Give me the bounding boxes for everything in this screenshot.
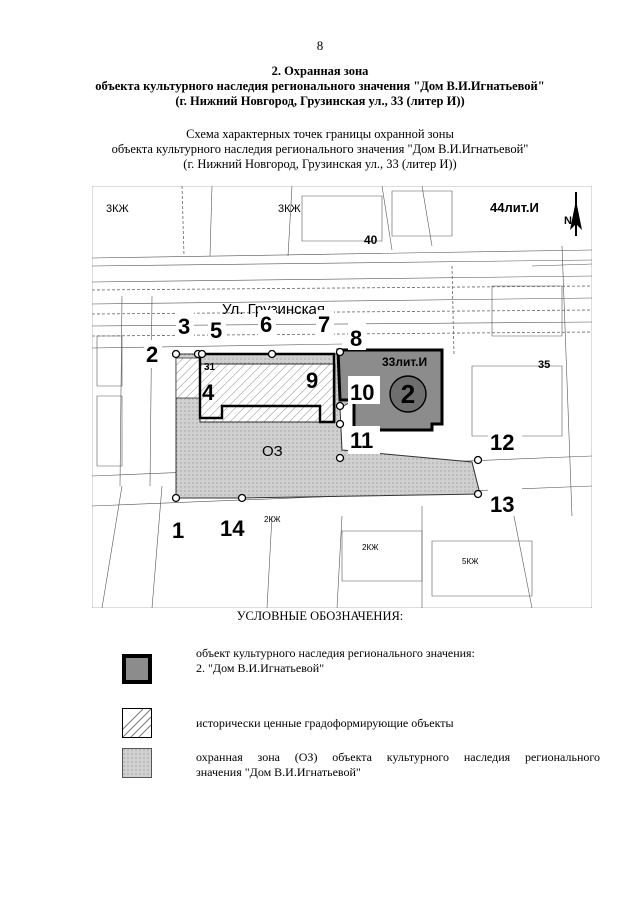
label-33: 33лит.И (382, 355, 427, 369)
caption-line-2: объекта культурного наследия регионально… (111, 142, 529, 156)
legend-object-text: объект культурного наследия региональног… (196, 646, 596, 676)
point-label-3: 3 (178, 314, 190, 339)
object-number-circle (389, 375, 427, 413)
legend-title: УСЛОВНЫЕ ОБОЗНАЧЕНИЯ: (236, 609, 404, 623)
object-number: 2 (401, 379, 415, 409)
point-label-6: 6 (260, 312, 272, 337)
label-street: Ул. Грузинская (222, 301, 325, 318)
point-label-9: 9 (306, 368, 318, 393)
label-zone: ОЗ (262, 443, 283, 460)
point-label-1: 1 (172, 518, 184, 543)
boundary-point-markers (171, 347, 483, 503)
point-label-12: 12 (490, 430, 514, 455)
historic-object-small (175, 357, 201, 399)
legend-zone-line-1: охранная зона (ОЗ) объекта культурного н… (196, 750, 600, 764)
label-zh-1: 2КЖ (264, 515, 281, 524)
heading-line-2: объекта культурного наследия регионально… (95, 79, 545, 93)
svg-text:N: N (564, 215, 572, 227)
page-number: 8 (316, 38, 324, 53)
label-zh-2: 2КЖ (362, 543, 379, 552)
point-label-14: 14 (220, 516, 245, 541)
object-frame (198, 352, 336, 424)
legend-swatch-object (122, 654, 152, 684)
point-label-4: 4 (202, 380, 215, 405)
legend-swatch-zone (122, 748, 152, 778)
survey-dashes (92, 186, 592, 357)
boundary-map: 3КЖ 3КЖ 44лит.И 40 Ул. Грузинская 33лит.… (92, 186, 592, 608)
legend-zone-text: охранная зона (ОЗ) объекта культурного н… (196, 750, 600, 780)
caption-line-3: (г. Нижний Новгород, Грузинская ул., 33 … (183, 157, 457, 171)
label-zkzh-left: 3КЖ (106, 203, 129, 215)
label-35: 35 (538, 359, 550, 371)
legend-swatch-historic (122, 708, 152, 738)
legend-zone-line-2: значения "Дом В.И.Игнатьевой" (196, 765, 361, 779)
legend-object-line-1: объект культурного наследия региональног… (196, 646, 475, 660)
label-40: 40 (364, 233, 378, 247)
point-label-8: 8 (350, 326, 362, 351)
heading-line-3: (г. Нижний Новгород, Грузинская ул., 33 … (175, 94, 465, 108)
scheme-caption: Схема характерных точек границы охранной… (60, 127, 580, 172)
point-label-11: 11 (350, 428, 373, 453)
point-label-13: 13 (490, 492, 514, 517)
north-arrow-icon: N (564, 192, 582, 236)
heading-line-1: 2. Охранная зона (271, 64, 369, 78)
legend-historic-text: исторически ценные градоформирующие объе… (196, 716, 454, 730)
label-zkzh-mid: 3КЖ (278, 203, 301, 215)
legend-object-line-2: 2. "Дом В.И.Игнатьевой" (196, 661, 325, 675)
point-label-2: 2 (146, 342, 158, 367)
point-label-7: 7 (318, 312, 330, 337)
label-31: 31 (204, 362, 216, 373)
point-label-10: 10 (350, 380, 374, 405)
label-zh-3: 5КЖ (462, 557, 479, 566)
survey-background (92, 186, 592, 608)
caption-line-1: Схема характерных точек границы охранной… (186, 127, 454, 141)
point-label-5: 5 (210, 318, 222, 343)
document-heading: 2. Охранная зона объекта культурного нас… (60, 64, 580, 109)
label-44: 44лит.И (490, 200, 539, 215)
